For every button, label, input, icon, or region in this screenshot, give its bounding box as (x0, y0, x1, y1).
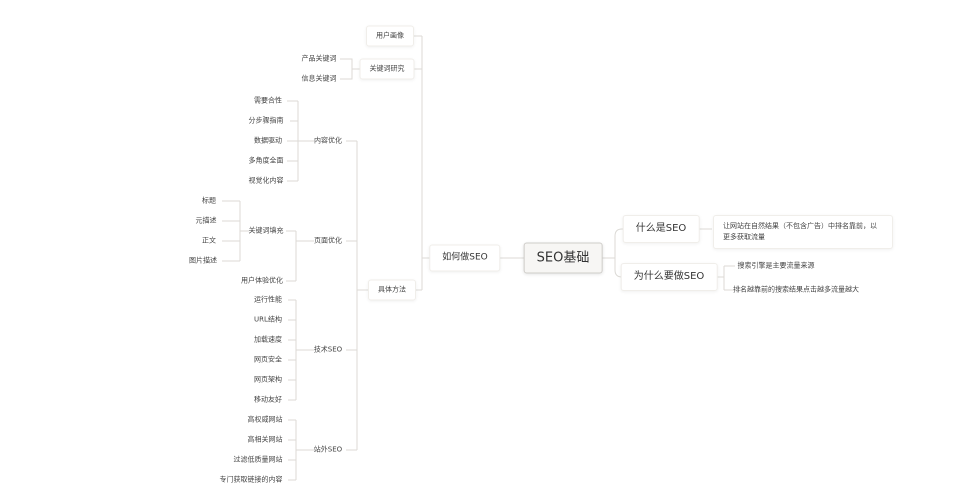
node-page-optimization[interactable]: 页面优化 (314, 236, 342, 245)
node-offsite-item[interactable]: 高权威网站 (247, 415, 283, 424)
node-technical-item[interactable]: 移动友好 (254, 395, 282, 404)
node-keyword-fill-item[interactable]: 元描述 (195, 216, 217, 225)
node-content-item[interactable]: 分步骤指南 (248, 116, 284, 125)
node-why-reason-1[interactable]: 搜索引擎是主要流量来源 (737, 261, 815, 270)
node-why-reason-2[interactable]: 排名越靠前的搜索结果点击越多流量越大 (733, 285, 859, 294)
node-keyword-research[interactable]: 关键词研究 (359, 58, 415, 80)
node-offsite-item[interactable]: 过滤低质量网站 (233, 455, 283, 464)
node-keyword-fill-item[interactable]: 图片描述 (189, 256, 217, 265)
node-content-item[interactable]: 数据驱动 (254, 136, 282, 145)
node-technical-item[interactable]: 加载速度 (254, 335, 282, 344)
node-keyword-fill[interactable]: 关键词填充 (248, 226, 284, 235)
root-node[interactable]: SEO基础 (523, 242, 603, 274)
node-how-to-seo[interactable]: 如何做SEO (429, 244, 501, 272)
node-ux-optimization[interactable]: 用户体验优化 (241, 276, 283, 285)
node-content-item[interactable]: 需要合性 (254, 96, 282, 105)
node-keyword-fill-item[interactable]: 标题 (202, 196, 216, 205)
node-what-is-seo[interactable]: 什么是SEO (622, 215, 700, 243)
node-technical-seo[interactable]: 技术SEO (313, 345, 343, 354)
node-info-keywords[interactable]: 信息关键词 (301, 74, 337, 83)
node-content-item[interactable]: 多角度全面 (248, 156, 284, 165)
node-what-is-seo-desc[interactable]: 让网站在自然结果（不包含广告）中排名靠前，以更多获取流量 (713, 215, 893, 249)
node-keyword-fill-item[interactable]: 正文 (202, 236, 216, 245)
node-why-seo[interactable]: 为什么要做SEO (620, 263, 718, 291)
node-technical-item[interactable]: 网页架构 (254, 375, 282, 384)
node-methods[interactable]: 具体方法 (368, 279, 416, 301)
node-user-persona[interactable]: 用户画像 (366, 25, 414, 47)
node-technical-item[interactable]: 网页安全 (254, 355, 282, 364)
node-content-optimization[interactable]: 内容优化 (314, 136, 342, 145)
node-product-keywords[interactable]: 产品关键词 (301, 54, 337, 63)
node-offsite-item[interactable]: 专门获取链接的内容 (219, 475, 283, 484)
node-technical-item[interactable]: URL结构 (254, 315, 282, 324)
node-technical-item[interactable]: 运行性能 (254, 295, 282, 304)
node-content-item[interactable]: 视觉化内容 (248, 176, 284, 185)
node-offsite-seo[interactable]: 站外SEO (313, 445, 343, 454)
node-offsite-item[interactable]: 高相关网站 (247, 435, 283, 444)
